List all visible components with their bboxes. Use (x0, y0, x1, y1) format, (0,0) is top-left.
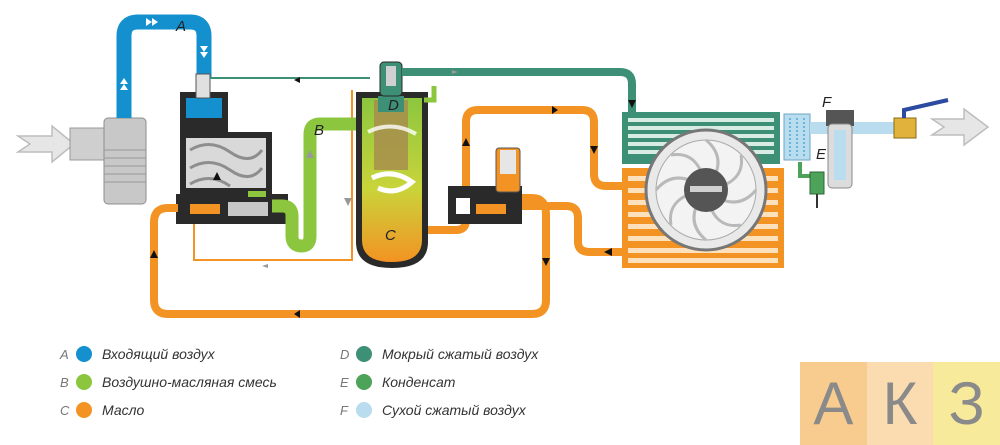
legend-item-dry-air: F Сухой сжатый воздух (340, 399, 526, 421)
wet-air-small-pipe (424, 86, 437, 103)
cooling-fan (644, 128, 768, 252)
legend-key: D (340, 346, 350, 362)
legend-swatch (76, 374, 92, 390)
label-d: D (388, 97, 399, 114)
legend-swatch (356, 402, 372, 418)
legend-key: B (60, 374, 69, 390)
legend-swatch (76, 346, 92, 362)
air-oil-pipe (272, 117, 362, 253)
legend-label: Сухой сжатый воздух (382, 402, 526, 418)
legend-key: C (60, 402, 70, 418)
logo-letter-a: А (800, 362, 867, 445)
thermostatic-valve (448, 147, 522, 224)
intake-flow-arrows (120, 18, 208, 90)
condensate-drain (798, 162, 825, 208)
wet-air-pipe (402, 68, 636, 114)
legend-item-condensate: E Конденсат (340, 371, 455, 393)
screw-compressor (176, 73, 288, 224)
legend-label: Воздушно-масляная смесь (102, 374, 277, 390)
legend-label: Входящий воздух (102, 346, 215, 362)
intake-arrow (15, 124, 76, 164)
legend-item-air-oil: B Воздушно-масляная смесь (60, 371, 277, 393)
air-filter (69, 117, 147, 205)
label-c: C (385, 227, 396, 244)
legend-key: E (340, 374, 349, 390)
legend-key: A (60, 346, 69, 362)
legend-label: Масло (102, 402, 145, 418)
label-a: A (175, 18, 186, 35)
compressor-flow-diagram: A B C D E F (15, 14, 990, 318)
legend-label: Мокрый сжатый воздух (382, 346, 539, 362)
scavenge-line (193, 90, 353, 261)
logo-letter-k: К (866, 362, 934, 445)
ball-valve (893, 98, 949, 139)
dryer-unit (783, 113, 811, 161)
legend-key: F (340, 402, 348, 418)
outlet-arrow (929, 107, 990, 147)
legend-item-intake-air: A Входящий воздух (60, 343, 215, 365)
label-b: B (314, 122, 324, 139)
akz-logo: А К З (800, 362, 1000, 445)
flow-arrows (150, 77, 636, 318)
legend-swatch (356, 346, 372, 362)
legend-item-oil: C Масло (60, 399, 144, 421)
legend-swatch (76, 402, 92, 418)
intake-air-pipe (116, 14, 212, 118)
legend-item-wet-air: D Мокрый сжатый воздух (340, 343, 538, 365)
flow-arrows-light (262, 70, 458, 268)
oil-separator-tank (356, 61, 428, 268)
outlet-filter (826, 110, 854, 189)
legend: A Входящий воздух B Воздушно-масляная см… (60, 343, 620, 423)
legend-swatch (356, 374, 372, 390)
oil-line-top (428, 106, 626, 234)
label-e: E (816, 146, 827, 163)
label-f: F (822, 94, 832, 111)
logo-letter-z: З (933, 362, 1000, 445)
oil-to-cooler-line (520, 202, 626, 256)
legend-label: Конденсат (382, 374, 456, 390)
